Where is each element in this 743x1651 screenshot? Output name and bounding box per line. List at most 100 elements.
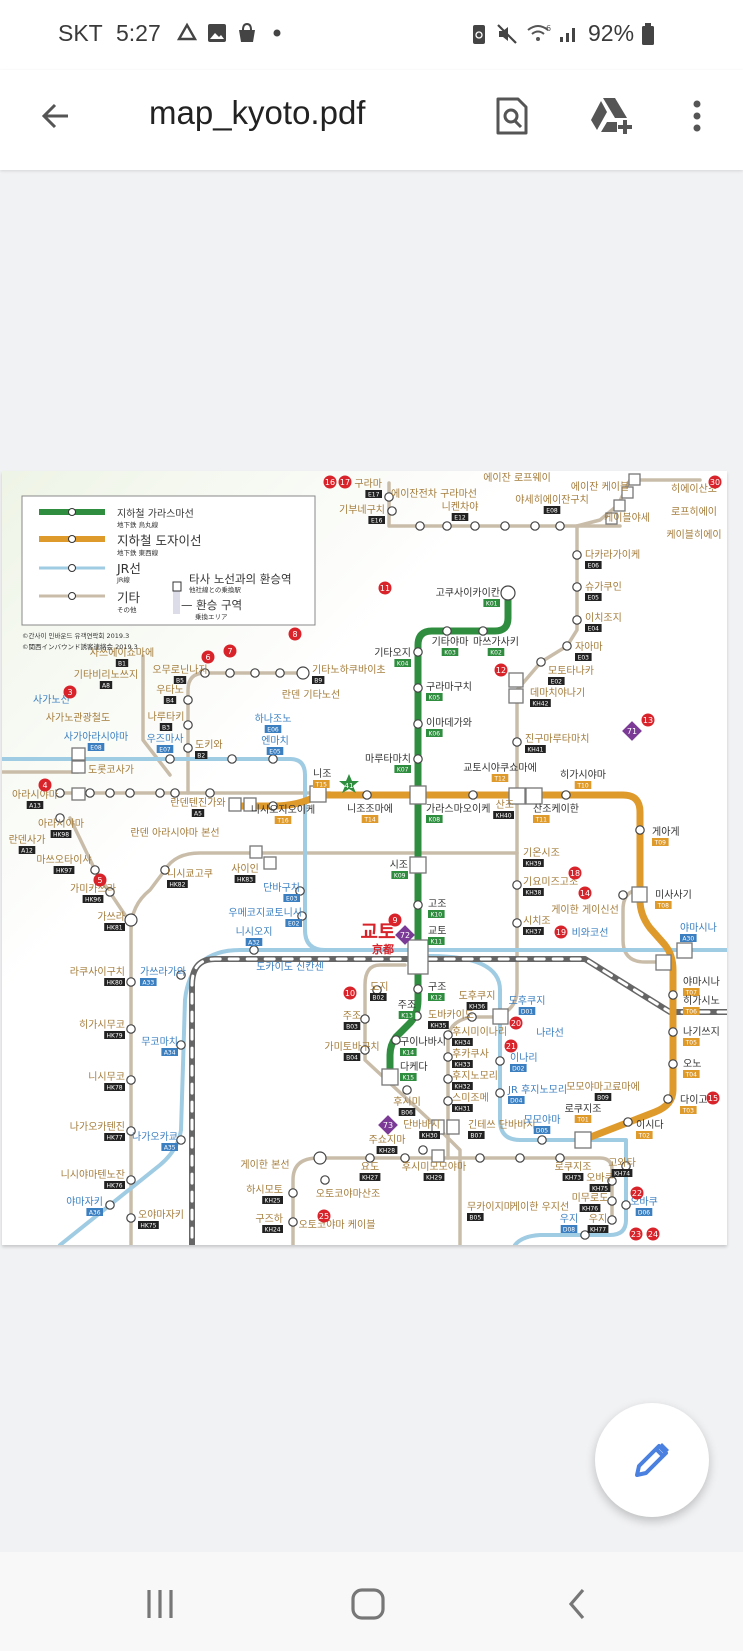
back-button[interactable] xyxy=(32,92,80,140)
station-marker xyxy=(442,626,452,636)
more-options-button[interactable] xyxy=(673,92,721,140)
station-code-badge xyxy=(579,1204,601,1212)
station-marker xyxy=(621,1200,631,1210)
transfer-station-box xyxy=(525,787,543,805)
station-code-badge xyxy=(53,866,75,874)
jr-nara-line xyxy=(428,954,628,1245)
station-code: T15 xyxy=(315,781,327,788)
station-code: A34 xyxy=(164,1049,176,1056)
marker-number: 7 xyxy=(227,647,232,656)
spot-number-marker: 14 xyxy=(578,886,592,900)
station-code: K09 xyxy=(394,872,406,879)
station-code: E07 xyxy=(159,746,171,753)
station-code: D02 xyxy=(512,1065,524,1072)
station-code-badge xyxy=(104,1031,125,1039)
home-button[interactable] xyxy=(338,1582,398,1626)
red-circle-icon xyxy=(629,1227,643,1241)
station-code-badge xyxy=(394,765,411,773)
station-marker xyxy=(572,550,582,560)
station-code: B04 xyxy=(346,1054,358,1061)
spot-number-marker: 20 xyxy=(509,1016,523,1030)
marker-number: 12 xyxy=(496,666,506,675)
station-marker xyxy=(360,1014,370,1024)
svg-text:6: 6 xyxy=(546,24,551,33)
station-marker xyxy=(413,647,423,657)
spot-number-marker: 30 xyxy=(708,475,722,489)
station-code: T07 xyxy=(685,989,697,996)
spot-number-marker: 8 xyxy=(288,627,302,641)
station-code: T12 xyxy=(493,775,505,782)
station-code: K06 xyxy=(429,730,441,737)
station-name: 미사사기 xyxy=(655,889,692,901)
find-in-document-button[interactable] xyxy=(488,92,536,140)
recent-apps-button[interactable] xyxy=(130,1582,190,1626)
spot-number-marker: 5 xyxy=(93,873,107,887)
station-label: 케이블야세 xyxy=(604,512,650,524)
red-circle-icon xyxy=(93,873,107,887)
station-code-badge xyxy=(585,561,602,569)
keihan-keishin-line xyxy=(621,888,665,964)
carrier: SKT xyxy=(58,20,103,46)
red-circle-icon xyxy=(38,778,52,792)
area-diamond-marker: 71 xyxy=(622,721,642,741)
red-circle-icon xyxy=(646,1227,660,1241)
back-nav-button[interactable] xyxy=(547,1582,607,1626)
station-code: B07 xyxy=(470,1132,482,1139)
station-marker xyxy=(288,1188,298,1198)
station-marker xyxy=(387,506,397,516)
station-name: 스미조메 xyxy=(452,1092,489,1104)
station-code-badge xyxy=(285,919,302,927)
station-code: K15 xyxy=(403,1074,415,1081)
station-code: B06 xyxy=(401,1109,413,1116)
transfer-station-box xyxy=(655,954,672,971)
edit-fab-button[interactable] xyxy=(595,1403,709,1517)
add-to-drive-button[interactable] xyxy=(587,92,635,140)
station-name: 모모야마고료마에 xyxy=(566,1081,640,1093)
station-code: HK80 xyxy=(107,979,123,986)
red-circle-icon xyxy=(201,650,215,664)
station-name: 히가시무코 xyxy=(79,1019,125,1031)
spot-number-marker: 11 xyxy=(378,581,392,595)
station-name: 야마시나 xyxy=(683,976,720,988)
station-code-badge xyxy=(585,624,602,632)
transfer-station-box xyxy=(621,486,634,499)
station-code-badge xyxy=(543,506,561,514)
station-name: 사가노선 xyxy=(33,694,70,706)
station-name: 야마자키 xyxy=(66,1196,103,1208)
station-code: T02 xyxy=(638,1132,650,1139)
marker-number: 20 xyxy=(511,1019,521,1028)
transfer-station-box xyxy=(676,942,693,959)
subway-map: 고쿠사이카이칸K01마쓰가사키K02기타야마K03기타오지K04구라마구치K05… xyxy=(2,472,727,1245)
station-code: HK83 xyxy=(237,876,253,883)
station-name: 후카쿠사 xyxy=(452,1048,489,1060)
transfer-station-box xyxy=(409,856,427,874)
marker-number: 14 xyxy=(580,889,590,898)
station-code-badge xyxy=(683,988,700,996)
station-marker xyxy=(170,788,180,798)
station-marker xyxy=(200,668,210,678)
station-code: K08 xyxy=(429,816,441,823)
marker-number: 19 xyxy=(556,928,566,937)
back-arrow-icon xyxy=(41,103,68,129)
station-name: 마쓰오타이샤 xyxy=(36,854,91,866)
station-label: 교토 xyxy=(361,921,396,943)
legend-karasuma-sub: 地下鉄 烏丸線 xyxy=(117,520,159,529)
station-name: 오바쿠 xyxy=(586,1172,614,1184)
station-name: 야마시나 xyxy=(680,922,717,934)
back-chevron-icon xyxy=(568,1588,585,1620)
station-marker xyxy=(443,1074,453,1084)
star-marker: 41 xyxy=(339,774,359,793)
